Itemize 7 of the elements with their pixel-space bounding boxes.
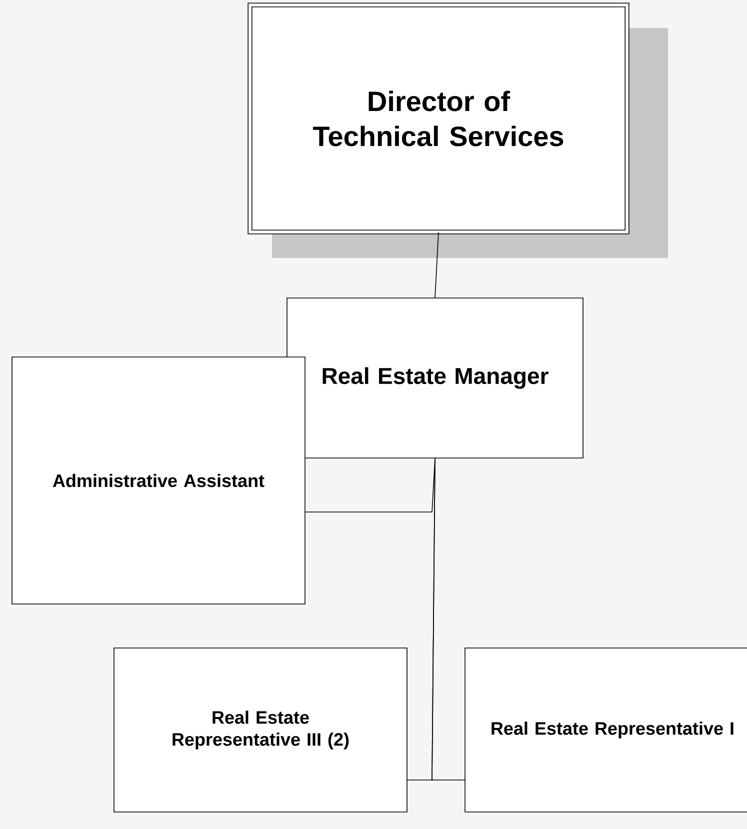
position-box: Administrative Assistant bbox=[12, 356, 306, 604]
connector-line bbox=[432, 458, 465, 780]
position-box: Real Estate Representative I bbox=[464, 648, 747, 812]
position-box: Real Estate Manager bbox=[286, 298, 584, 458]
position-box: Real Estate Representative III (2) bbox=[114, 648, 408, 812]
connector-line bbox=[434, 232, 439, 298]
position-box: Director of Technical Services bbox=[248, 2, 630, 234]
